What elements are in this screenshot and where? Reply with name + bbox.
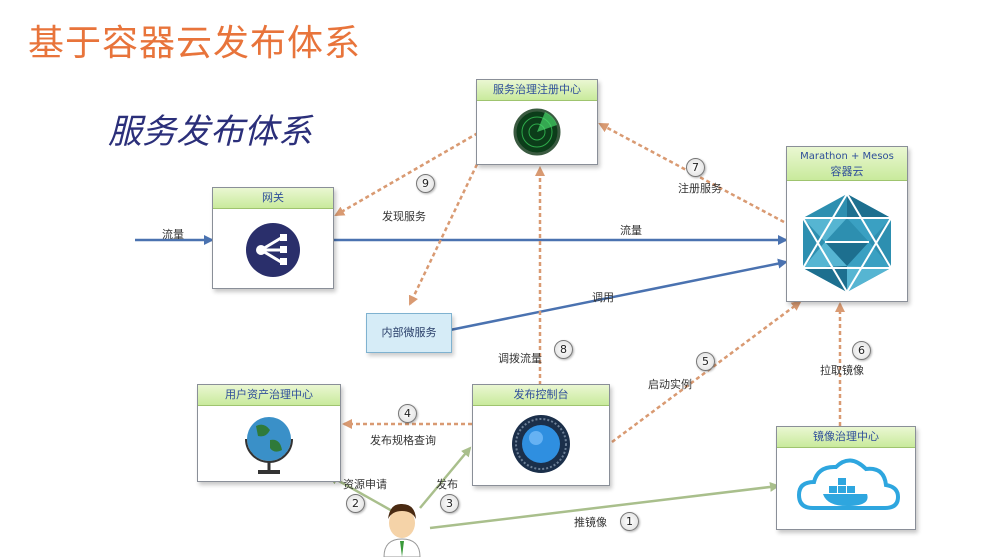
container-cloud-node: Marathon + Mesos 容器云 — [786, 146, 908, 302]
label-push-image: 推镜像 — [574, 516, 607, 529]
step-badge-3: 3 — [440, 494, 459, 513]
gateway-node: 网关 — [212, 187, 334, 289]
step-badge-5: 5 — [696, 352, 715, 371]
edge-discover-service — [334, 131, 479, 217]
edge-call — [449, 258, 788, 332]
edge-start-instance — [611, 300, 802, 444]
label-release: 发布 — [436, 478, 458, 491]
label-resource-apply: 资源申请 — [343, 478, 387, 491]
step-badge-7: 7 — [686, 158, 705, 177]
hexagon-cube-icon — [802, 193, 892, 293]
edge-registry-to-internal — [408, 157, 482, 306]
release-console-title: 发布控制台 — [473, 385, 609, 406]
label-adjust-traffic: 调拨流量 — [498, 352, 542, 365]
label-traffic-in: 流量 — [162, 228, 184, 241]
resource-center-title: 用户资产治理中心 — [198, 385, 340, 406]
step-badge-4: 4 — [398, 404, 417, 423]
control-knob-icon — [512, 415, 570, 473]
step-badge-1: 1 — [620, 512, 639, 531]
edge-release — [419, 446, 472, 509]
page-title: 基于容器云发布体系 — [28, 23, 362, 64]
label-release-spec-query: 发布规格查询 — [370, 434, 436, 447]
edge-push-image — [429, 481, 780, 530]
step-badge-8: 8 — [554, 340, 573, 359]
container-cloud-title-line2: 容器云 — [830, 165, 864, 178]
step-badge-9: 9 — [416, 174, 435, 193]
label-traffic-main: 流量 — [620, 224, 642, 237]
image-center-title: 镜像治理中心 — [777, 427, 915, 448]
diagram-subtitle: 服务发布体系 — [108, 112, 312, 152]
image-center-node: 镜像治理中心 — [776, 426, 916, 530]
docker-cloud-icon — [796, 458, 901, 510]
registry-node: 服务治理注册中心 — [476, 79, 598, 165]
resource-center-node: 用户资产治理中心 — [197, 384, 341, 482]
label-call: 调用 — [592, 291, 614, 304]
step-badge-6: 6 — [852, 341, 871, 360]
globe-icon — [245, 417, 293, 474]
radar-icon — [513, 108, 561, 156]
gateway-title: 网关 — [213, 188, 333, 209]
edge-resource-apply — [328, 474, 395, 514]
internal-service-node: 内部微服务 — [366, 313, 452, 353]
label-register-service: 注册服务 — [678, 182, 722, 195]
label-start-instance: 启动实例 — [648, 378, 692, 391]
container-cloud-title: Marathon + Mesos 容器云 — [787, 147, 907, 181]
label-discover-service: 发现服务 — [382, 210, 426, 223]
container-cloud-title-line1: Marathon + Mesos — [800, 151, 894, 162]
network-hub-icon — [246, 223, 300, 277]
release-console-node: 发布控制台 — [472, 384, 610, 486]
label-pull-image: 拉取镜像 — [820, 364, 864, 377]
step-badge-2: 2 — [346, 494, 365, 513]
registry-title: 服务治理注册中心 — [477, 80, 597, 101]
user-person-icon — [383, 503, 421, 557]
